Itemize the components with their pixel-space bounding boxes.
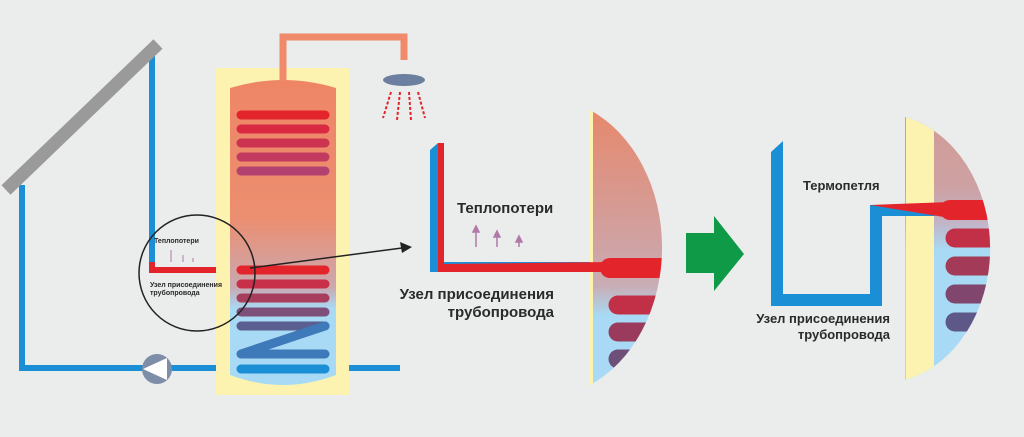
shower-head-icon xyxy=(382,74,426,121)
overview-connection-label-1: Узел присоединения xyxy=(150,282,223,289)
zoom-pointer-arrow xyxy=(249,242,412,269)
solar-collector-panel xyxy=(1,39,163,195)
tank-wall-insulation xyxy=(590,110,593,385)
after-connection-label-1: Узел присоединения xyxy=(756,311,890,326)
overview-connection-label-2: трубопровода xyxy=(150,290,200,297)
transition-arrow-icon xyxy=(686,216,744,291)
storage-tank xyxy=(216,33,408,395)
detail-connection-label-2: трубопровода xyxy=(447,304,554,321)
detail-connection-label-1: Узел присоединения xyxy=(399,286,554,303)
pump-icon xyxy=(142,354,172,384)
hot-water-outlet-pipe xyxy=(279,33,408,80)
overview-heat-loss-label: Теплопотери xyxy=(154,238,199,245)
magnifier-circle xyxy=(138,214,256,332)
hot-pipe-thin xyxy=(870,202,950,218)
upper-heating-coil xyxy=(236,110,330,176)
heat-loss-arrows-small xyxy=(170,250,194,262)
thermal-loop-label: Термопетля xyxy=(803,178,880,193)
after-connection-label-2: трубопровода xyxy=(797,327,890,342)
detail-thermal-loop xyxy=(771,117,991,380)
heat-loss-arrows xyxy=(471,224,524,247)
detail-heat-loss-label: Теплопотери xyxy=(457,200,554,217)
